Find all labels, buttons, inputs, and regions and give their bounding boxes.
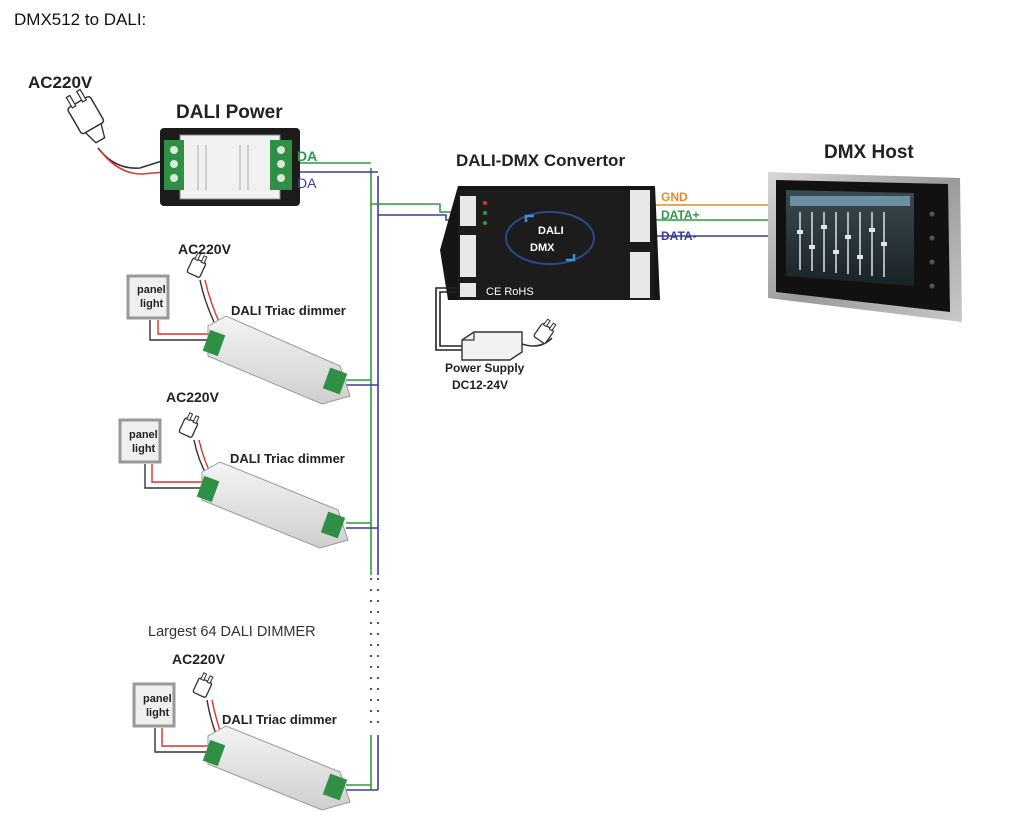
dimmer-2-panel-line1: panel: [129, 429, 158, 441]
dimmer-unit-1: [126, 252, 351, 405]
ac-plug-main: [65, 88, 166, 175]
largest-dimmer-note: Largest 64 DALI DIMMER: [148, 624, 316, 640]
converter-marks: CE RoHS: [486, 286, 534, 298]
dmx-host-label: DMX Host: [824, 142, 914, 163]
dali-dmx-converter: [440, 186, 660, 300]
dmx-host-device: [768, 172, 962, 322]
converter-logo-dali: DALI: [538, 225, 564, 237]
converter-logo-dmx: DMX: [530, 242, 555, 254]
dali-bus: [369, 168, 380, 790]
da-top-label: DA: [297, 148, 317, 164]
data-minus-label: DATA-: [661, 229, 697, 243]
dimmer-1-panel-line1: panel: [137, 284, 166, 296]
psu-label-line2: DC12-24V: [452, 378, 508, 392]
dimmer-1-panel-line2: light: [140, 298, 164, 310]
dimmer-3-panel-line1: panel: [143, 693, 172, 705]
psu-label-line1: Power Supply: [445, 361, 525, 375]
dali-power-device: [160, 128, 300, 206]
dimmer-3-name: DALI Triac dimmer: [222, 712, 337, 727]
page-heading: DMX512 to DALI:: [14, 10, 147, 29]
dimmer-unit-3: [132, 672, 351, 811]
dimmer-3-ac-label: AC220V: [172, 651, 226, 667]
dimmer-2-ac-label: AC220V: [166, 389, 220, 405]
ac-main-label: AC220V: [28, 73, 93, 92]
da-wires: [292, 162, 458, 791]
dimmer-unit-2: [118, 412, 349, 549]
power-supply-device: [461, 318, 557, 361]
dmx-wires: [655, 204, 790, 237]
dali-power-label: DALI Power: [176, 102, 283, 123]
data-plus-label: DATA+: [661, 208, 700, 222]
dimmer-1-name: DALI Triac dimmer: [231, 303, 346, 318]
dimmer-3-panel-line2: light: [146, 707, 170, 719]
da-bottom-label: DA: [297, 175, 317, 191]
converter-label: DALI-DMX Convertor: [456, 151, 625, 170]
gnd-label: GND: [661, 190, 688, 204]
dimmer-2-panel-line2: light: [132, 443, 156, 455]
psu-wiring: [435, 287, 462, 351]
dimmer-2-name: DALI Triac dimmer: [230, 451, 345, 466]
dimmer-1-ac-label: AC220V: [178, 241, 232, 257]
